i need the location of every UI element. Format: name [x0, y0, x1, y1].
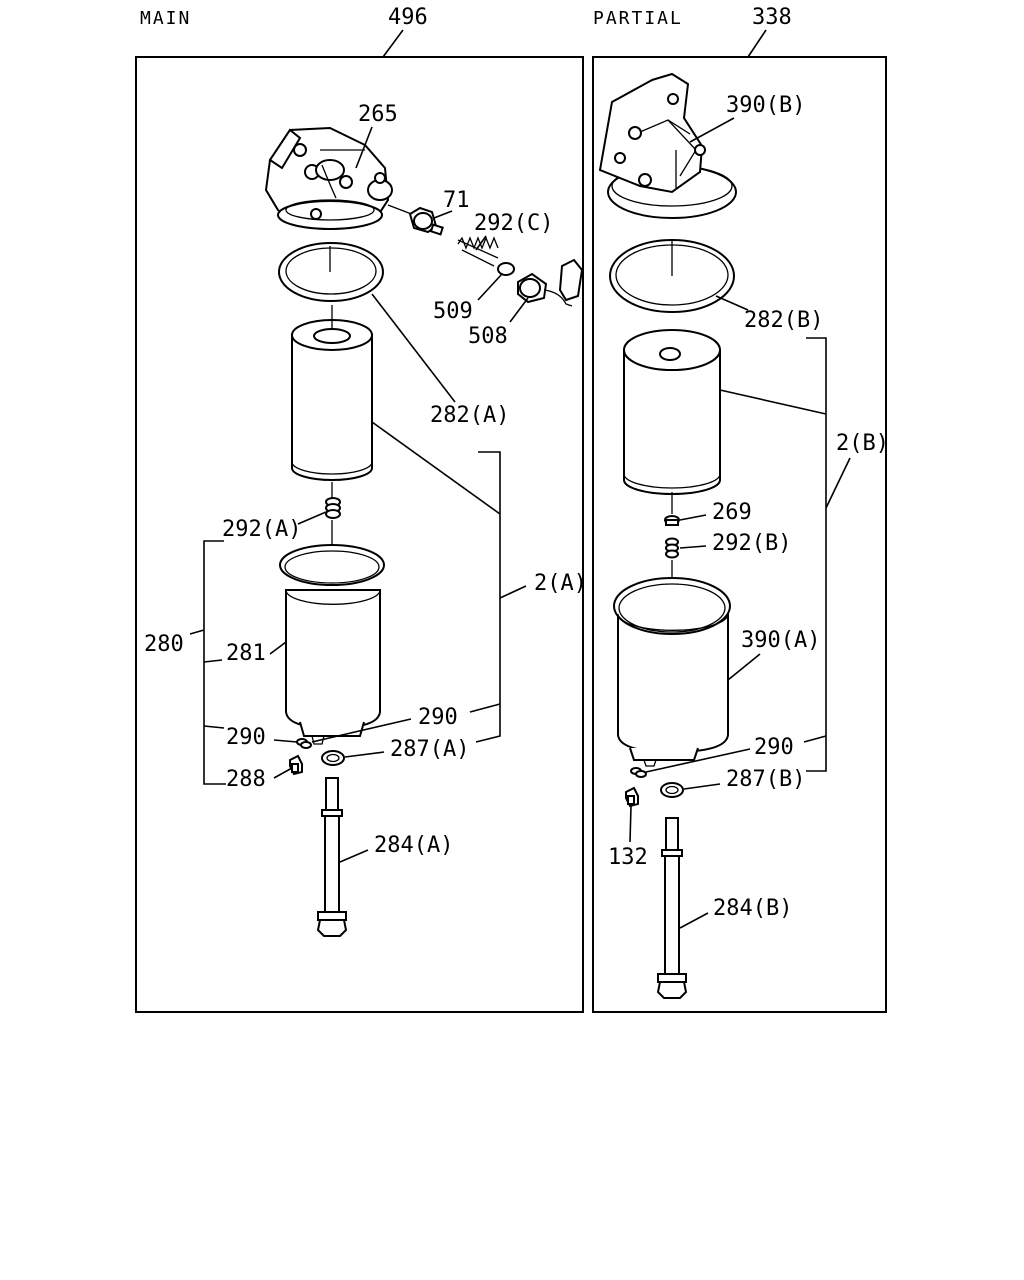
leader-282a — [371, 293, 456, 403]
label-390b: 390(B) — [726, 93, 805, 118]
leader-282b — [715, 295, 749, 311]
partial-number-leader — [747, 29, 767, 58]
label-288: 288 — [226, 767, 266, 792]
leader-292a — [297, 511, 327, 525]
spring-292a — [325, 497, 341, 519]
label-282b: 282(B) — [744, 308, 823, 333]
label-284b: 284(B) — [713, 896, 792, 921]
partial-panel-number: 338 — [752, 5, 792, 30]
washer-287a — [321, 750, 345, 766]
label-290-partial: 290 — [754, 735, 794, 760]
label-508: 508 — [468, 324, 508, 349]
bowl-390a — [613, 577, 731, 767]
partial-panel: PARTIAL 338 390(B) 282(B) — [592, 5, 889, 1013]
spring-292c — [457, 236, 499, 267]
screw-132 — [625, 786, 639, 808]
leader-509 — [477, 273, 503, 301]
washer-290-left — [296, 738, 312, 749]
leader-292c — [475, 235, 487, 251]
leader-292b — [679, 545, 707, 549]
partial-panel-title: PARTIAL — [593, 8, 683, 29]
filter-head-390b — [598, 72, 737, 219]
label-390a: 390(A) — [741, 628, 820, 653]
label-265: 265 — [358, 102, 398, 127]
bracket-2a — [475, 451, 501, 743]
label-284a: 284(A) — [374, 833, 453, 858]
leader-71 — [433, 210, 453, 219]
bracket-280 — [203, 540, 226, 785]
washer-290-partial — [630, 767, 647, 778]
leader-269 — [679, 514, 707, 521]
screw-288 — [289, 754, 303, 776]
partial-panel-frame — [592, 56, 887, 1013]
label-269: 269 — [712, 500, 752, 525]
label-132: 132 — [608, 845, 648, 870]
label-287b: 287(B) — [726, 767, 805, 792]
main-panel-number: 496 — [388, 5, 428, 30]
o-ring-282a — [278, 242, 384, 302]
main-panel-title: MAIN — [140, 8, 191, 29]
leader-287b — [683, 783, 721, 790]
bolt-284b — [656, 817, 688, 999]
label-71: 71 — [443, 188, 470, 213]
leader-284a — [339, 849, 369, 863]
leader-390b — [689, 117, 735, 143]
label-290-right: 290 — [418, 705, 458, 730]
bolt-284a — [316, 777, 348, 937]
label-2a: 2(A) — [534, 571, 587, 596]
filter-element-b — [623, 329, 721, 495]
main-panel-frame — [135, 56, 584, 1013]
leader-287a — [344, 751, 385, 758]
leader-281 — [269, 641, 287, 655]
part-269 — [664, 515, 680, 526]
label-509: 509 — [433, 299, 473, 324]
bowl-281 — [279, 544, 385, 745]
label-292b: 292(B) — [712, 531, 791, 556]
label-280: 280 — [144, 632, 184, 657]
main-panel: MAIN 496 265 71 — [135, 5, 587, 1013]
sensor-508 — [517, 258, 584, 307]
leader-265 — [355, 126, 373, 169]
label-290-left: 290 — [226, 725, 266, 750]
leader-132 — [629, 805, 632, 843]
spring-292b — [665, 537, 679, 559]
label-287a: 287(A) — [390, 737, 469, 762]
label-2b: 2(B) — [836, 431, 889, 456]
bracket-2b — [806, 337, 827, 772]
washer-287b — [660, 782, 684, 798]
leader-290-right — [311, 718, 412, 743]
leader-508 — [509, 297, 529, 323]
main-number-leader — [382, 29, 404, 58]
label-281: 281 — [226, 641, 266, 666]
leader-390a — [727, 653, 761, 681]
leader-290-partial — [645, 748, 751, 773]
label-292a: 292(A) — [222, 517, 301, 542]
label-292c: 292(C) — [474, 211, 553, 236]
leader-288 — [273, 767, 293, 779]
leader-290-left — [273, 739, 298, 743]
leader-284b — [679, 912, 709, 929]
ring-509 — [497, 262, 515, 276]
filter-element — [291, 319, 373, 481]
filter-head-265 — [264, 126, 393, 230]
plug-71 — [408, 206, 444, 236]
label-282a: 282(A) — [430, 403, 509, 428]
